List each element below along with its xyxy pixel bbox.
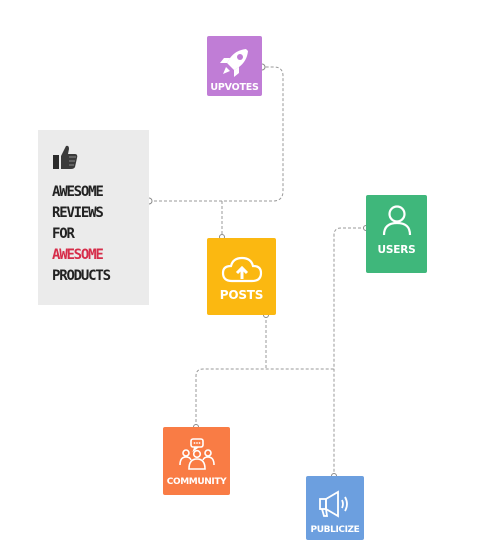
connector-card-upvotes (149, 66, 284, 202)
tagline-text: AWESOME REVIEWS FOR AWESOME PRODUCTS (52, 182, 149, 287)
tagline-line-2: REVIEWS (52, 205, 104, 221)
group-chat-icon (178, 438, 215, 470)
users-label: USERS (377, 243, 416, 256)
tagline-line-1: AWESOME (52, 184, 104, 200)
publicize-label: PUBLICIZE (310, 525, 360, 535)
tagline-line-3: FOR (52, 226, 75, 242)
tagline-card: AWESOME REVIEWS FOR AWESOME PRODUCTS (38, 130, 149, 305)
tagline-line-5: PRODUCTS (52, 268, 111, 284)
community-node[interactable]: COMMUNITY (163, 427, 230, 495)
rocket-icon (219, 48, 248, 77)
tagline-line-4-accent: AWESOME (52, 247, 104, 263)
megaphone-icon (319, 490, 348, 518)
cloud-upload-icon (221, 256, 262, 283)
upvotes-label: UPVOTES (210, 81, 259, 93)
user-icon (382, 204, 411, 235)
publicize-node[interactable]: PUBLICIZE (306, 476, 364, 540)
posts-label: POSTS (219, 288, 264, 302)
upvotes-node[interactable]: UPVOTES (207, 36, 262, 96)
users-node[interactable]: USERS (366, 195, 427, 273)
connector-hub (195, 368, 334, 427)
thumbs-up-icon (53, 145, 78, 169)
posts-node[interactable]: POSTS (207, 238, 276, 315)
connector-users-publicize (333, 227, 366, 476)
community-label: COMMUNITY (166, 477, 227, 487)
